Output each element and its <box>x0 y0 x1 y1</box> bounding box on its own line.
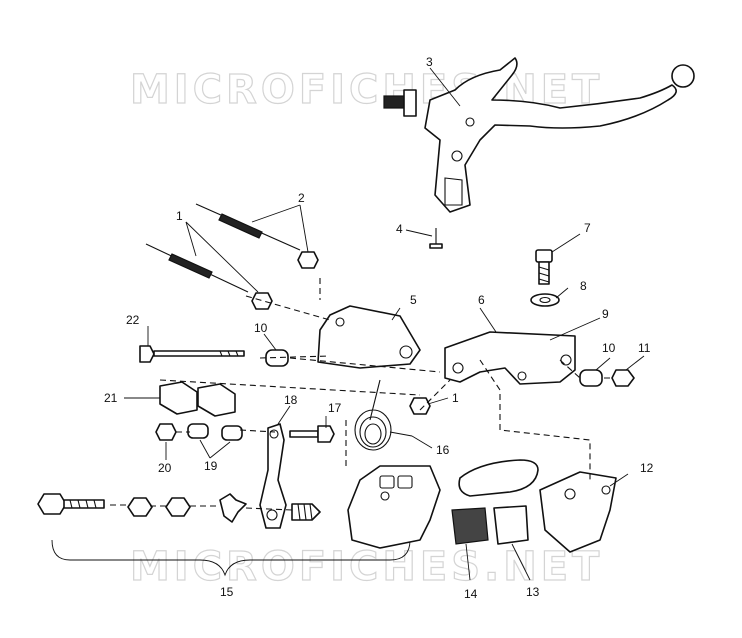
spring-part-16 <box>354 379 413 451</box>
arm-part-18 <box>259 423 287 529</box>
callout-14: 14 <box>464 587 478 601</box>
callout-6: 6 <box>478 293 485 307</box>
leader-lines <box>124 67 645 581</box>
callout-2: 2 <box>298 191 305 205</box>
brake-pad-part-14 <box>451 507 489 545</box>
callout-9: 9 <box>602 307 609 321</box>
bolt-set-part-15 <box>37 493 411 577</box>
callout-12: 12 <box>640 461 654 475</box>
callout-13: 13 <box>526 585 540 599</box>
callout-21: 21 <box>104 391 118 405</box>
brake-shim <box>458 459 539 497</box>
washer-part-8 <box>530 293 560 307</box>
pin-part-4 <box>429 228 443 249</box>
mount-bracket-part-5 <box>317 305 421 369</box>
bolt-part-17 <box>289 425 335 443</box>
bushing-part-19a <box>187 423 209 439</box>
bushing-part-19b <box>221 425 243 441</box>
brake-lever-assembly <box>383 57 695 213</box>
nut-part-11 <box>611 369 635 387</box>
long-bolt-part-22 <box>139 345 245 363</box>
caliper-half-part-12 <box>539 471 617 553</box>
spacer-part-10a <box>265 349 289 367</box>
callout-1a: 1 <box>176 209 183 223</box>
callout-10a: 10 <box>254 321 268 335</box>
clamp-part-21a <box>159 381 198 415</box>
callout-16: 16 <box>436 443 450 457</box>
clamp-part-21b <box>197 383 236 417</box>
nut-part-1 <box>409 397 431 415</box>
spacer-part-10b <box>579 369 603 387</box>
callout-18: 18 <box>284 393 298 407</box>
callout-1b: 1 <box>452 391 459 405</box>
callout-4: 4 <box>396 222 403 236</box>
brake-pad-part-13 <box>493 505 529 545</box>
callout-20: 20 <box>158 461 172 475</box>
callout-11: 11 <box>638 341 651 355</box>
watermark-bottom: MICROFICHES.NET <box>130 544 603 590</box>
callout-15: 15 <box>220 585 234 599</box>
cable-adjusters <box>145 203 319 310</box>
callout-10b: 10 <box>602 341 616 355</box>
bolt-part-7 <box>535 249 553 285</box>
callout-19: 19 <box>204 459 218 473</box>
caliper-body <box>347 465 441 549</box>
callout-8: 8 <box>580 279 587 293</box>
bracket-part-6 <box>444 331 576 385</box>
callout-3: 3 <box>426 55 433 69</box>
callout-5: 5 <box>410 293 417 307</box>
callout-17: 17 <box>328 401 342 415</box>
nut-part-20 <box>155 423 177 441</box>
callout-7: 7 <box>584 221 591 235</box>
callout-22: 22 <box>126 313 140 327</box>
